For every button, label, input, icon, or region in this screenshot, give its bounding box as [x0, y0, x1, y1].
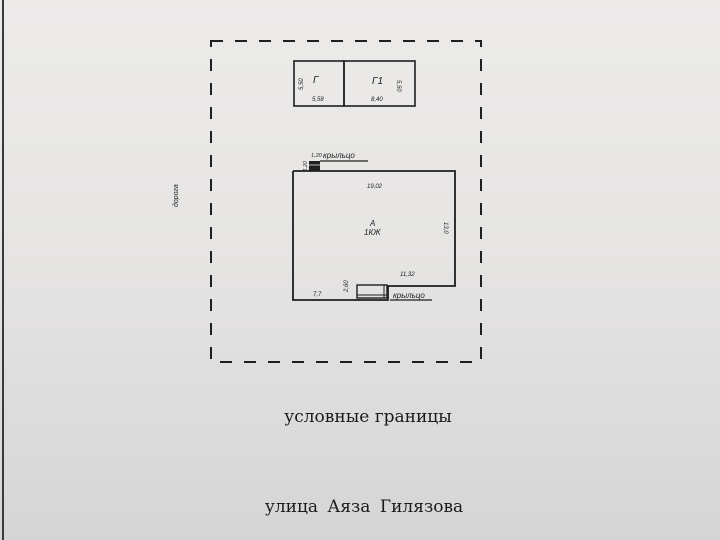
house-top-length: 19,02	[367, 184, 383, 190]
garages: Г 5,58 5,50 Г1 8,40 5,50	[293, 60, 416, 107]
garage-g1-width: 8,40	[371, 97, 383, 103]
porch-top-depth: 1,20	[303, 161, 309, 171]
house-bottom-right-length: 11,32	[400, 272, 415, 278]
porch-bottom-block	[356, 284, 388, 299]
porch-top: 1,20 1,20 крыльцо	[303, 151, 368, 171]
house-outline	[292, 170, 456, 301]
porch-bottom-label: крыльцо	[393, 291, 425, 300]
porch-top-label: крыльцо	[323, 151, 355, 160]
house-sublabel: 1КЖ	[364, 228, 381, 237]
road-label: дорога	[172, 184, 180, 207]
house-bottom-left-length: 7,7	[313, 292, 322, 298]
page-edge	[2, 0, 4, 540]
garage-g1	[343, 60, 416, 107]
street-caption: улица Аяза Гилязова	[264, 497, 464, 517]
house-label: А	[369, 219, 375, 228]
garage-g1-depth: 5,50	[395, 80, 401, 92]
porch-bottom: крыльцо	[356, 284, 432, 301]
porch-top-width: 1,20	[311, 153, 323, 159]
house-right-length: 13,0	[442, 222, 448, 234]
garage-g-width: 5,58	[312, 97, 324, 103]
boundary-caption: условные границы	[284, 407, 452, 427]
house-notch-depth: 2,60	[344, 280, 350, 293]
garage-g1-label: Г1	[372, 76, 383, 87]
lot-boundary	[210, 40, 482, 363]
garage-g-label: Г	[313, 75, 320, 86]
porch-top-block	[309, 161, 320, 171]
garage-g-depth: 5,50	[299, 78, 305, 90]
house: 19,02 13,0 А 1КЖ 11,32 7,7 2,60	[292, 170, 456, 301]
